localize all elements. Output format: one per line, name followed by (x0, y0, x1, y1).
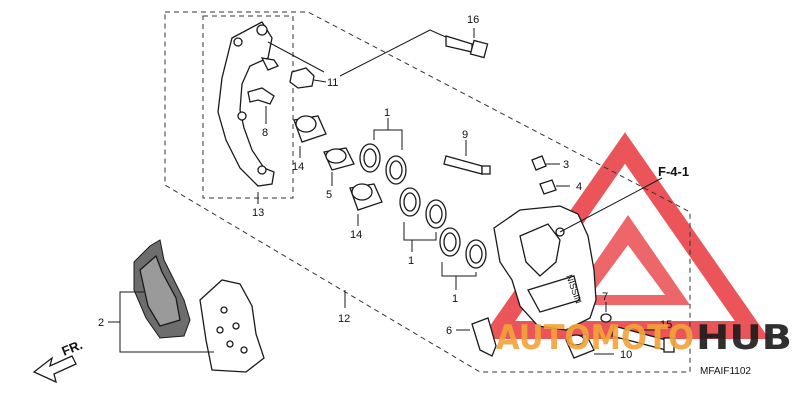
callout-6: 6 (446, 325, 452, 337)
drawing-id: MFAIF1102 (700, 366, 751, 377)
bleeder-cap (539, 179, 570, 195)
pad-spring-plate (471, 317, 497, 357)
seal-set-upper (359, 143, 407, 185)
ref-leader (559, 177, 663, 233)
pad-spring (600, 313, 612, 323)
callout-15: 15 (660, 319, 672, 331)
caliper-body (493, 205, 597, 331)
watermark-text-a: AUTOMOTO (496, 318, 694, 358)
watermark-text-b: HUB (696, 318, 792, 358)
callout-2: 2 (98, 317, 104, 329)
bleeder-screw (531, 155, 560, 171)
piston-small (323, 147, 355, 171)
bracket-boundary-13 (202, 15, 294, 199)
callout-4: 4 (576, 181, 582, 193)
pad-retainer-clip (247, 87, 275, 124)
piston-lower (349, 183, 383, 211)
caliper-bracket (217, 21, 279, 187)
caliper-pin (611, 325, 675, 353)
callout-1-upper: 1 (384, 107, 390, 119)
direction-label: FR. (60, 337, 85, 359)
callout-14-upper: 14 (292, 161, 304, 173)
pin-boot (289, 67, 327, 89)
callout-1-lower: 1 (452, 293, 458, 305)
callout-11: 11 (327, 77, 338, 89)
piston-upper (293, 115, 327, 143)
seal-set-middle (399, 187, 447, 229)
brake-pad-rear (199, 279, 265, 373)
front-direction-arrow (32, 355, 77, 384)
ref-code-label: F-4-1 (658, 164, 689, 179)
callout-9: 9 (462, 129, 468, 141)
pin-plug (565, 333, 595, 359)
callout-3: 3 (563, 159, 569, 171)
watermark-text: AUTOMOTO HUB (496, 318, 792, 358)
bolt (445, 35, 489, 59)
callout-16: 16 (467, 14, 479, 26)
callout-13: 13 (252, 207, 264, 219)
callout-12: 12 (338, 313, 350, 325)
callout-7: 7 (602, 291, 608, 303)
callout-8: 8 (262, 127, 268, 139)
seal-set-lower (439, 227, 487, 269)
slide-pin (443, 155, 491, 175)
callout-10: 10 (620, 349, 632, 361)
callout-5: 5 (326, 189, 332, 201)
callout-14-lower: 14 (350, 229, 362, 241)
callout-1-middle: 1 (408, 255, 414, 267)
brake-pad-front (133, 239, 191, 339)
